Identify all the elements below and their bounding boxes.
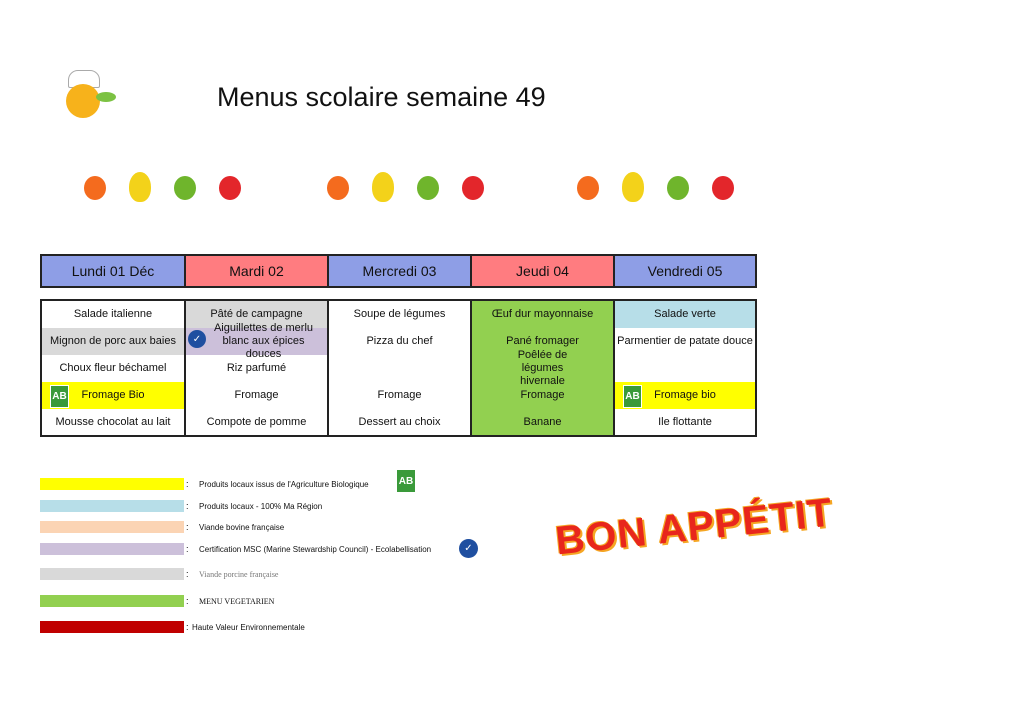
menu-item: ✓ Aiguillettes de merlu blanc aux épices …: [186, 322, 327, 360]
menu-item: [329, 355, 470, 382]
legend-color-swatch: [40, 595, 184, 607]
menu-item-text: Banane: [523, 416, 562, 428]
day-menu-column: Pâté de campagne ✓ Aiguillettes de merlu b…: [184, 299, 329, 437]
menu-item-text: Dessert au choix: [358, 416, 441, 428]
menu-item-text: Mousse chocolat au lait: [55, 416, 171, 428]
fruit-character-icon: [667, 176, 689, 200]
menu-item-text: Œuf dur mayonnaise: [491, 308, 594, 320]
menu-item: AB Fromage Bio: [42, 382, 184, 409]
legend-label: Produits locaux issus de l'Agriculture B…: [199, 480, 369, 489]
legend-label: Viande porcine française: [199, 570, 279, 579]
menu-item-text: Ile flottante: [658, 416, 712, 428]
menu-item: Poêlée de légumes hivernale: [472, 349, 613, 387]
day-header: Lundi 01 Déc: [40, 254, 186, 288]
fruit-character-icon: [622, 172, 644, 202]
legend-separator: :: [186, 596, 189, 606]
legend-separator: :: [186, 622, 189, 632]
fruit-character-icon: [327, 176, 349, 200]
legend-msc-logo: ✓: [459, 539, 478, 558]
chef-fruit-logo: [60, 70, 118, 125]
legend-color-swatch: [40, 521, 184, 533]
fruit-character-icon: [712, 176, 734, 200]
fruit-character-icon: [462, 176, 484, 200]
legend-ab-logo: AB: [397, 470, 415, 492]
menu-item: Pâté de campagne: [186, 301, 327, 328]
menu-item: Œuf dur mayonnaise: [472, 301, 613, 328]
menu-item-text: Fromage: [234, 389, 279, 401]
ab-organic-icon: AB: [50, 385, 69, 408]
legend-label: MENU VEGETARIEN: [199, 597, 275, 606]
fruit-character-icon: [372, 172, 394, 202]
menu-item: Fromage: [329, 382, 470, 409]
menu-item: Soupe de légumes: [329, 301, 470, 328]
menu-item: Parmentier de patate douce: [615, 328, 755, 355]
legend-separator: :: [186, 569, 189, 579]
menu-item: Dessert au choix: [329, 409, 470, 436]
bon-appetit-text: BON APPÉTIT: [553, 490, 835, 564]
fruit-character-icon: [84, 176, 106, 200]
menu-item-text: Pizza du chef: [366, 335, 433, 347]
menu-item: Mignon de porc aux baies: [42, 328, 184, 355]
menu-item: [615, 355, 755, 382]
menu-item: Riz parfumé: [186, 355, 327, 382]
menu-item-text: Fromage: [377, 389, 422, 401]
menu-item-text: Aiguillettes de merlu blanc aux épices d…: [213, 322, 314, 360]
menu-item-text: Salade verte: [654, 308, 716, 320]
fruit-character-icon: [219, 176, 241, 200]
menu-item-text: Fromage Bio: [81, 389, 145, 401]
day-header: Jeudi 04: [470, 254, 615, 288]
ab-organic-icon: AB: [623, 385, 642, 408]
menu-item: Fromage: [186, 382, 327, 409]
legend-color-swatch: [40, 500, 184, 512]
legend-color-swatch: [40, 621, 184, 633]
legend-color-swatch: [40, 543, 184, 555]
menu-item-text: Mignon de porc aux baies: [50, 335, 176, 347]
legend-separator: :: [186, 522, 189, 532]
page-title: Menus scolaire semaine 49: [217, 82, 546, 112]
menu-item-text: Fromage bio: [654, 389, 716, 401]
day-header: Mercredi 03: [327, 254, 472, 288]
menu-item-text: Riz parfumé: [226, 362, 287, 374]
day-header: Vendredi 05: [613, 254, 757, 288]
menu-item: Salade verte: [615, 301, 755, 328]
legend-color-swatch: [40, 568, 184, 580]
menu-item-text: Parmentier de patate douce: [617, 335, 753, 347]
menu-item: Banane: [472, 409, 613, 436]
fruit-character-icon: [129, 172, 151, 202]
menu-item: Fromage: [472, 382, 613, 409]
menu-item: Pané fromager: [472, 328, 613, 355]
menu-item-text: Fromage: [520, 389, 565, 401]
legend-label: Produits locaux - 100% Ma Région: [199, 502, 323, 511]
menu-item: Mousse chocolat au lait: [42, 409, 184, 436]
menu-item-text: Poêlée de légumes hivernale: [517, 349, 568, 387]
legend-label: Viande bovine française: [199, 523, 285, 532]
menu-item: Choux fleur béchamel: [42, 355, 184, 382]
menu-item: Pizza du chef: [329, 328, 470, 355]
menu-item-text: Salade italienne: [73, 308, 153, 320]
fruit-character-icon: [577, 176, 599, 200]
legend-label: Haute Valeur Environnementale: [192, 623, 305, 632]
day-header: Mardi 02: [184, 254, 329, 288]
menu-item: Salade italienne: [42, 301, 184, 328]
menu-item: Compote de pomme: [186, 409, 327, 436]
fruit-character-icon: [174, 176, 196, 200]
menu-item: AB Fromage bio: [615, 382, 755, 409]
menu-item-text: Choux fleur béchamel: [59, 362, 167, 374]
legend-color-swatch: [40, 478, 184, 490]
menu-item-text: Pané fromager: [506, 335, 579, 347]
legend-separator: :: [186, 544, 189, 554]
legend-separator: :: [186, 479, 189, 489]
legend-label: Certification MSC (Marine Stewardship Co…: [199, 545, 432, 554]
fruit-character-icon: [417, 176, 439, 200]
menu-item-text: Soupe de légumes: [353, 308, 446, 320]
menu-item-text: Pâté de campagne: [210, 308, 303, 320]
menu-item-text: Compote de pomme: [206, 416, 307, 428]
menu-item: Ile flottante: [615, 409, 755, 436]
legend-separator: :: [186, 501, 189, 511]
msc-fish-icon: ✓: [188, 330, 206, 348]
